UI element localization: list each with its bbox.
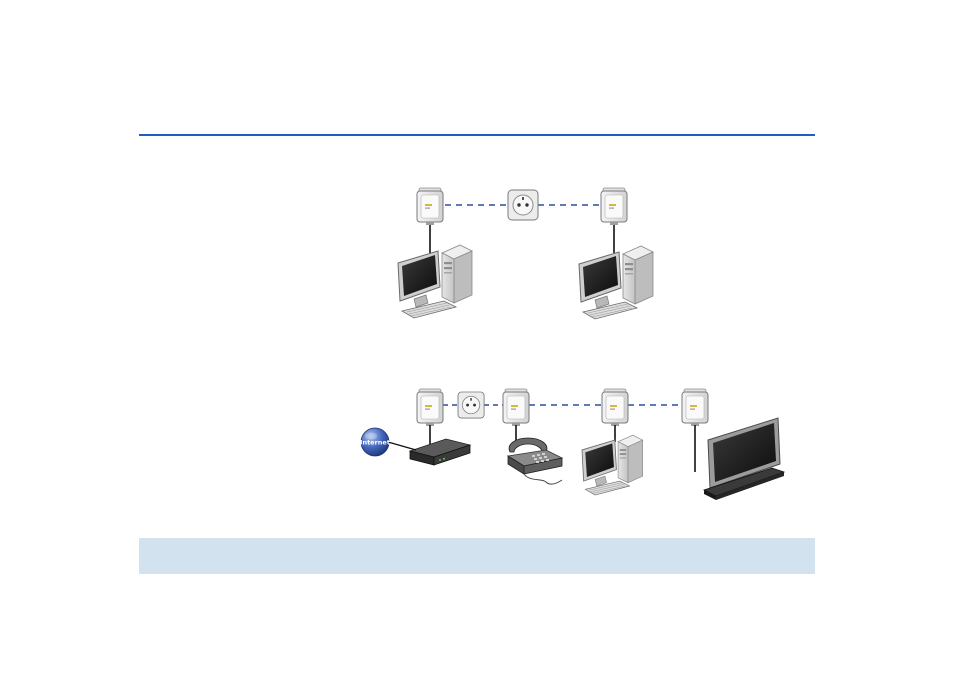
powerline-adapter-icon [601,188,627,225]
desktop-computer-icon [398,245,472,318]
router-icon [410,439,470,465]
telephone-icon [508,438,562,484]
television-icon [704,418,784,500]
powerline-adapter-icon [417,389,443,426]
desktop-computer-icon [579,246,653,319]
dsl-cable [388,442,416,450]
powerline-adapter-icon [417,188,443,225]
powerline-adapter-icon [602,389,628,426]
top-diagram [398,188,653,319]
wall-socket-icon [508,190,538,220]
desktop-computer-icon [582,435,643,495]
powerline-adapter-icon [682,389,708,426]
wall-socket-icon [458,392,484,418]
internet-globe-label: Internet [360,439,390,447]
bottom-diagram: Internet [360,389,784,500]
powerline-adapter-icon [503,389,529,426]
